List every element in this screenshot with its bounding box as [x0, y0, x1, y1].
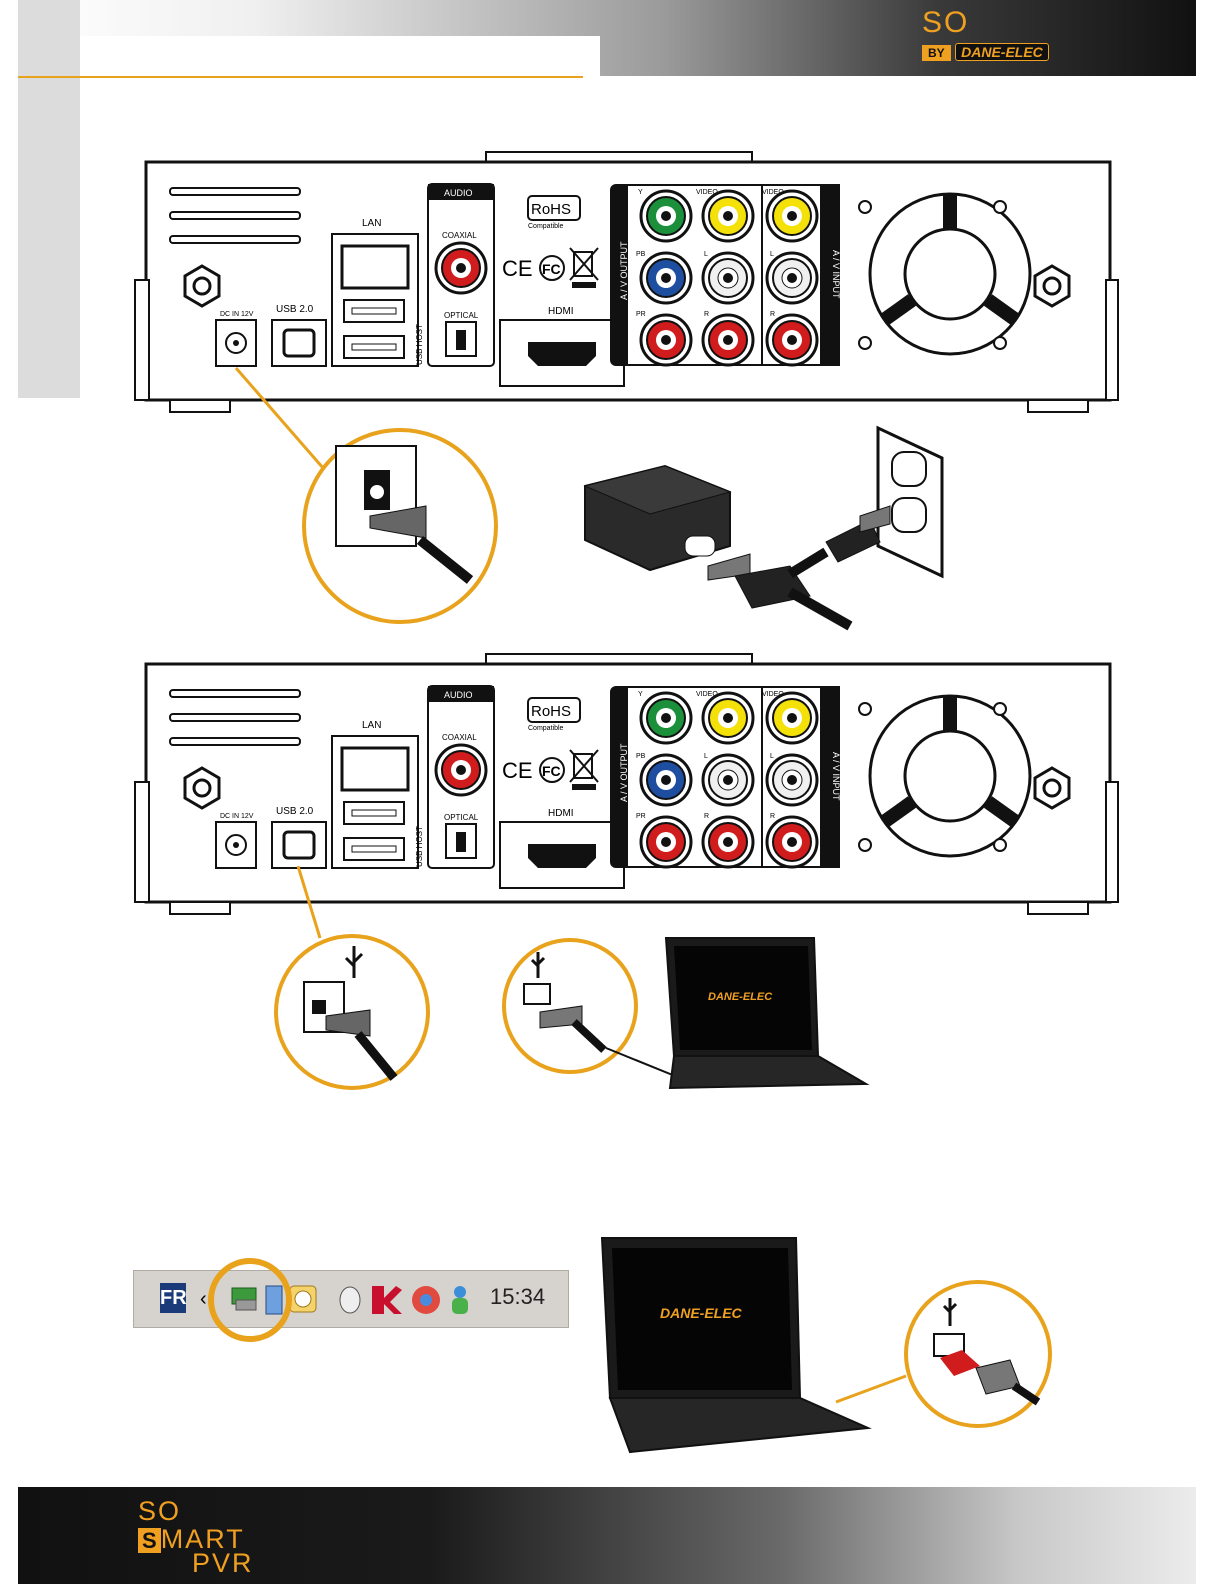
mouse-icon[interactable]	[339, 1286, 361, 1314]
video-out-label: VIDEO	[696, 189, 718, 196]
laptop-brand-1: DANE-ELEC	[708, 991, 773, 1003]
r-in-label-2: R	[770, 813, 775, 820]
l-out-label: L	[704, 251, 708, 258]
pb-label-2: PB	[636, 753, 646, 760]
fc-mark: FC	[542, 261, 561, 277]
usb-connection-illustration: DANE-ELEC	[274, 866, 870, 1090]
hdmi-label-2: HDMI	[548, 808, 574, 819]
laptop-illustration	[664, 937, 870, 1090]
header-logo-so: SO	[922, 6, 970, 39]
rohs-label-2: RoHS	[531, 703, 571, 720]
chrome-like-icon[interactable]	[412, 1286, 440, 1314]
device-rear-panel-1: DC IN 12V USB 2.0 LAN USB HOST AUDIO COA…	[134, 151, 1119, 413]
taskbar-clock[interactable]: 15:34	[490, 1284, 546, 1309]
fan-grille	[858, 694, 1032, 858]
messenger-icon[interactable]	[452, 1286, 468, 1314]
language-indicator[interactable]: FR	[160, 1283, 187, 1313]
header-logo-by: BY	[922, 45, 951, 61]
header-logo-dane-elec: DANE-ELEC	[955, 43, 1049, 61]
r-out-label-2: R	[704, 813, 709, 820]
footer-logo-so: SO	[138, 1496, 182, 1526]
r-out-label: R	[704, 311, 709, 318]
audio-label: AUDIO	[444, 188, 473, 198]
lan-label: LAN	[362, 218, 381, 229]
footer-bar	[18, 1487, 1196, 1584]
fan-grille	[858, 192, 1032, 356]
video-in-label: VIDEO	[762, 189, 784, 196]
laptop-illustration	[600, 1237, 872, 1454]
footer-logo-pvr: PVR	[192, 1548, 254, 1578]
hdmi-label: HDMI	[548, 306, 574, 317]
clock-app-icon[interactable]	[289, 1285, 317, 1313]
highlight-circle	[208, 1258, 292, 1342]
weee-bin-icon	[569, 749, 599, 790]
usb-icon	[344, 946, 364, 978]
l-out-label-2: L	[704, 753, 708, 760]
coaxial-port	[434, 241, 488, 295]
av-input-label-2: A / V INPUT	[831, 752, 841, 801]
usb-icon	[530, 952, 546, 978]
antivirus-icon[interactable]	[372, 1286, 402, 1314]
lan-label-2: LAN	[362, 720, 381, 731]
r-in-label: R	[770, 311, 775, 318]
usb-host-label-2: USB HOST	[415, 826, 424, 867]
ce-mark-2: CE	[502, 758, 533, 783]
coaxial-label-2: COAXIAL	[442, 733, 477, 742]
rohs-sub-label-2: Compatible	[528, 725, 564, 732]
av-input-label: A / V INPUT	[831, 250, 841, 299]
laptop-brand-2: DANE-ELEC	[660, 1305, 743, 1321]
usb20-label-2: USB 2.0	[276, 806, 314, 817]
video-out-label-2: VIDEO	[696, 691, 718, 698]
ce-mark: CE	[502, 256, 533, 281]
footer-logo-mart: MART	[160, 1524, 245, 1554]
dc-in-label: DC IN 12V	[220, 311, 254, 318]
fc-mark-2: FC	[542, 763, 561, 779]
pr-label-2: PR	[636, 813, 646, 820]
l-in-label-2: L	[770, 753, 774, 760]
av-output-label-2: A / V OUTPUT	[619, 743, 629, 802]
usb-host-label: USB HOST	[415, 324, 424, 365]
pb-label: PB	[636, 251, 646, 258]
y-label: Y	[638, 189, 643, 196]
device-rear-panel-2: DC IN 12V USB 2.0 LAN USB HOST AUDIO COA…	[134, 653, 1119, 915]
header-white-block	[80, 36, 600, 76]
usb20-label: USB 2.0	[276, 304, 314, 315]
unplug-arrow-icon	[940, 1350, 980, 1376]
header-side-tab	[18, 0, 80, 398]
pr-label: PR	[636, 311, 646, 318]
weee-bin-icon	[569, 247, 599, 288]
header-accent-line	[18, 76, 583, 78]
header-logo: SO BY DANE-ELEC	[922, 6, 1112, 66]
audio-label-2: AUDIO	[444, 690, 473, 700]
rohs-sub-label: Compatible	[528, 223, 564, 230]
dc-in-label-2: DC IN 12V	[220, 813, 254, 820]
l-in-label: L	[770, 251, 774, 258]
tray-expand-icon[interactable]: ‹	[200, 1288, 207, 1310]
y-label-2: Y	[638, 691, 643, 698]
coaxial-label: COAXIAL	[442, 231, 477, 240]
power-connection-illustration	[234, 367, 944, 631]
screw-icon	[1033, 264, 1071, 308]
screw-icon	[183, 264, 221, 308]
optical-label-2: OPTICAL	[444, 813, 479, 822]
usb-icon	[942, 1298, 958, 1326]
av-output-label: A / V OUTPUT	[619, 241, 629, 300]
unplug-illustration: DANE-ELEC	[600, 1237, 1052, 1454]
rohs-label: RoHS	[531, 201, 571, 218]
video-in-label-2: VIDEO	[762, 691, 784, 698]
optical-label: OPTICAL	[444, 311, 479, 320]
footer-logo-s: S	[138, 1528, 161, 1553]
